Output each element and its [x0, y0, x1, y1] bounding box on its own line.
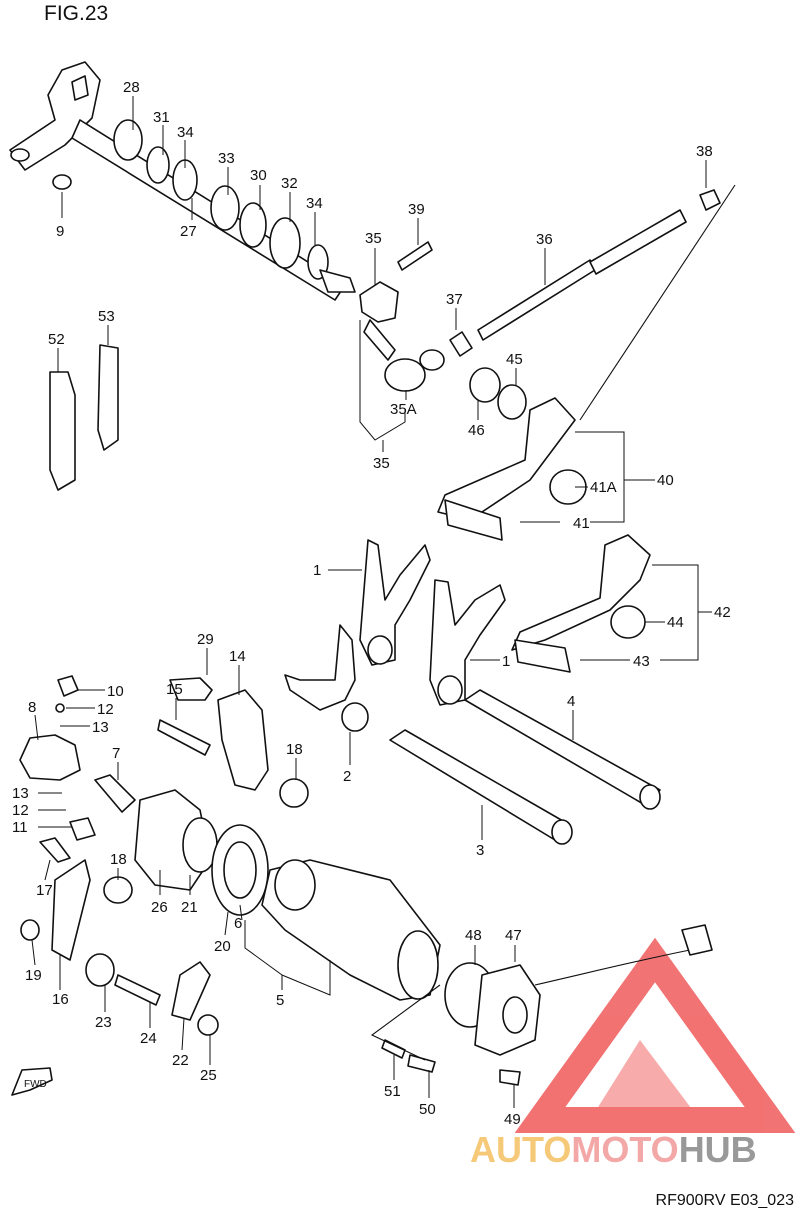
fwd-label: FWD	[24, 1079, 47, 1090]
callout-35a: 35	[365, 230, 382, 247]
callout-7: 7	[112, 745, 120, 762]
callout-22: 22	[172, 1052, 189, 1069]
callout-37: 37	[446, 291, 463, 308]
callout-32: 32	[281, 175, 298, 192]
fork-shafts	[389, 689, 661, 845]
figure-title: FIG.23	[44, 2, 109, 25]
callout-15: 15	[166, 681, 183, 698]
callout-1a: 1	[313, 562, 321, 579]
automotohub-watermark: AUTOMOTOHUB	[470, 937, 796, 1170]
callout-45: 45	[506, 351, 523, 368]
callout-41: 41	[573, 515, 590, 532]
callout-33: 33	[218, 150, 235, 167]
leader-lines	[31, 96, 712, 1108]
callout-9: 9	[56, 223, 64, 240]
callout-23: 23	[95, 1014, 112, 1031]
callout-14: 14	[229, 648, 246, 665]
callout-36: 36	[536, 231, 553, 248]
callout-25: 25	[200, 1067, 217, 1084]
callout-28: 28	[123, 79, 140, 96]
callout-10: 10	[107, 683, 124, 700]
callout-29: 29	[197, 631, 214, 648]
callout-1b: 1	[502, 653, 510, 670]
callout-51: 51	[384, 1083, 401, 1100]
callout-19: 19	[25, 967, 42, 984]
watermark-hub: HUB	[679, 1129, 757, 1170]
callout-41A: 41A	[590, 479, 617, 496]
callout-46: 46	[468, 422, 485, 439]
callout-47: 47	[505, 927, 522, 944]
callout-18b: 18	[110, 851, 127, 868]
callout-8: 8	[28, 699, 36, 716]
diagram-code: RF900RV E03_023	[655, 1192, 794, 1209]
fwd-arrow: FWD	[11, 1067, 53, 1096]
callout-38: 38	[696, 143, 713, 160]
callout-11: 11	[12, 819, 28, 836]
part-callouts: 28 31 34 33 30 32 34 27 9 35 39 36 38 37…	[12, 79, 731, 1128]
callout-53: 53	[98, 308, 115, 325]
callout-20: 20	[214, 938, 231, 955]
callout-12b: 12	[12, 802, 29, 819]
watermark-moto: MOTO	[571, 1129, 678, 1170]
callout-4: 4	[567, 693, 575, 710]
callout-16: 16	[52, 991, 69, 1008]
callout-31: 31	[153, 109, 170, 126]
callout-27: 27	[180, 223, 197, 240]
side-plates	[49, 344, 119, 491]
callout-12a: 12	[97, 701, 114, 718]
callout-34b: 34	[306, 195, 323, 212]
callout-5: 5	[276, 992, 284, 1009]
callout-35b: 35	[373, 455, 390, 472]
gear-position-switch	[370, 924, 713, 1086]
callout-40: 40	[657, 472, 674, 489]
callout-39: 39	[408, 201, 425, 218]
callout-44: 44	[667, 614, 684, 631]
callout-49: 49	[504, 1111, 521, 1128]
callout-13a: 13	[92, 719, 109, 736]
callout-42: 42	[714, 604, 731, 621]
callout-52: 52	[48, 331, 65, 348]
callout-34a: 34	[177, 124, 194, 141]
callout-35A: 35A	[390, 401, 417, 418]
callout-17: 17	[36, 882, 53, 899]
shift-link-rod	[359, 184, 736, 421]
callout-13b: 13	[12, 785, 29, 802]
callout-18a: 18	[286, 741, 303, 758]
callout-21: 21	[181, 899, 198, 916]
small-parts-left	[19, 675, 309, 1036]
callout-43: 43	[633, 653, 650, 670]
gearshift-shaft-assembly	[9, 61, 356, 301]
callout-50: 50	[419, 1101, 436, 1118]
callout-48: 48	[465, 927, 482, 944]
watermark-auto: AUTO	[470, 1129, 571, 1170]
callout-6: 6	[234, 915, 242, 932]
callout-24: 24	[140, 1030, 157, 1047]
svg-text:AUTOMOTOHUB: AUTOMOTOHUB	[470, 1129, 757, 1170]
callout-26: 26	[151, 899, 168, 916]
callout-30: 30	[250, 167, 267, 184]
shift-drum-assembly	[134, 789, 441, 1001]
callout-3: 3	[476, 842, 484, 859]
callout-2: 2	[343, 768, 351, 785]
shift-forks	[284, 539, 506, 732]
